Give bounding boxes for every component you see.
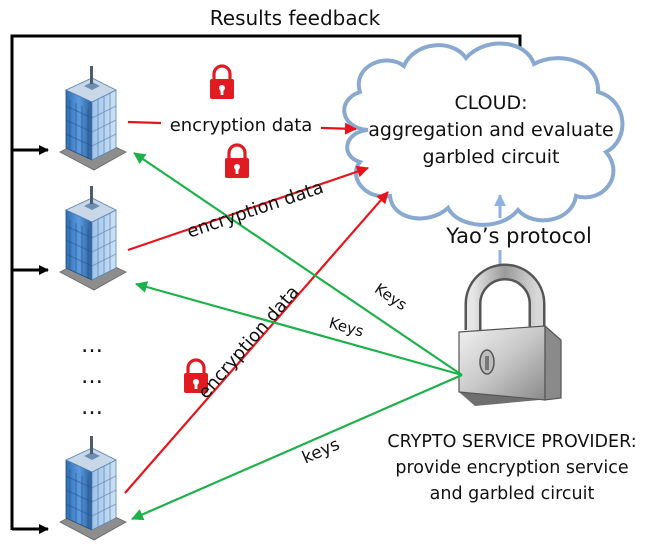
lock-icon <box>208 64 236 101</box>
building-icon <box>59 65 127 171</box>
feedback-title: Results feedback <box>210 6 381 30</box>
csp-title: CRYPTO SERVICE PROVIDER: <box>387 432 636 452</box>
ellipsis: … <box>81 395 103 420</box>
encryption-arrow-2 <box>127 165 369 252</box>
ellipsis: … <box>81 333 103 358</box>
ellipsis: … <box>81 364 103 389</box>
building-icon <box>59 435 127 541</box>
keys-label-2: Keys <box>327 314 366 341</box>
cloud-title: CLOUD: <box>454 92 527 114</box>
encryption-label-3: encryption data <box>194 282 304 403</box>
keys-arrow-1 <box>133 152 463 376</box>
cloud-desc-1: aggregation and evaluate <box>368 119 613 141</box>
yao-protocol-label: Yao’s protocol <box>445 224 592 248</box>
keys-arrow-3 <box>131 373 463 521</box>
lock-icon <box>223 143 251 180</box>
csp-desc-2: and garbled circuit <box>430 484 595 504</box>
padlock-icon <box>458 263 562 406</box>
keys-arrow-2 <box>135 281 463 377</box>
cloud-icon <box>342 41 625 227</box>
encryption-label-1: encryption data <box>170 115 313 136</box>
encryption-label-2: encryption data <box>184 177 326 243</box>
encryption-arrow-3 <box>124 191 389 494</box>
keys-label-1: Keys <box>371 280 410 315</box>
csp-desc-1: provide encryption service <box>395 458 628 478</box>
building-icon <box>59 185 127 291</box>
keys-label-3: keys <box>299 434 343 468</box>
cloud-desc-2: garbled circuit <box>423 146 560 168</box>
